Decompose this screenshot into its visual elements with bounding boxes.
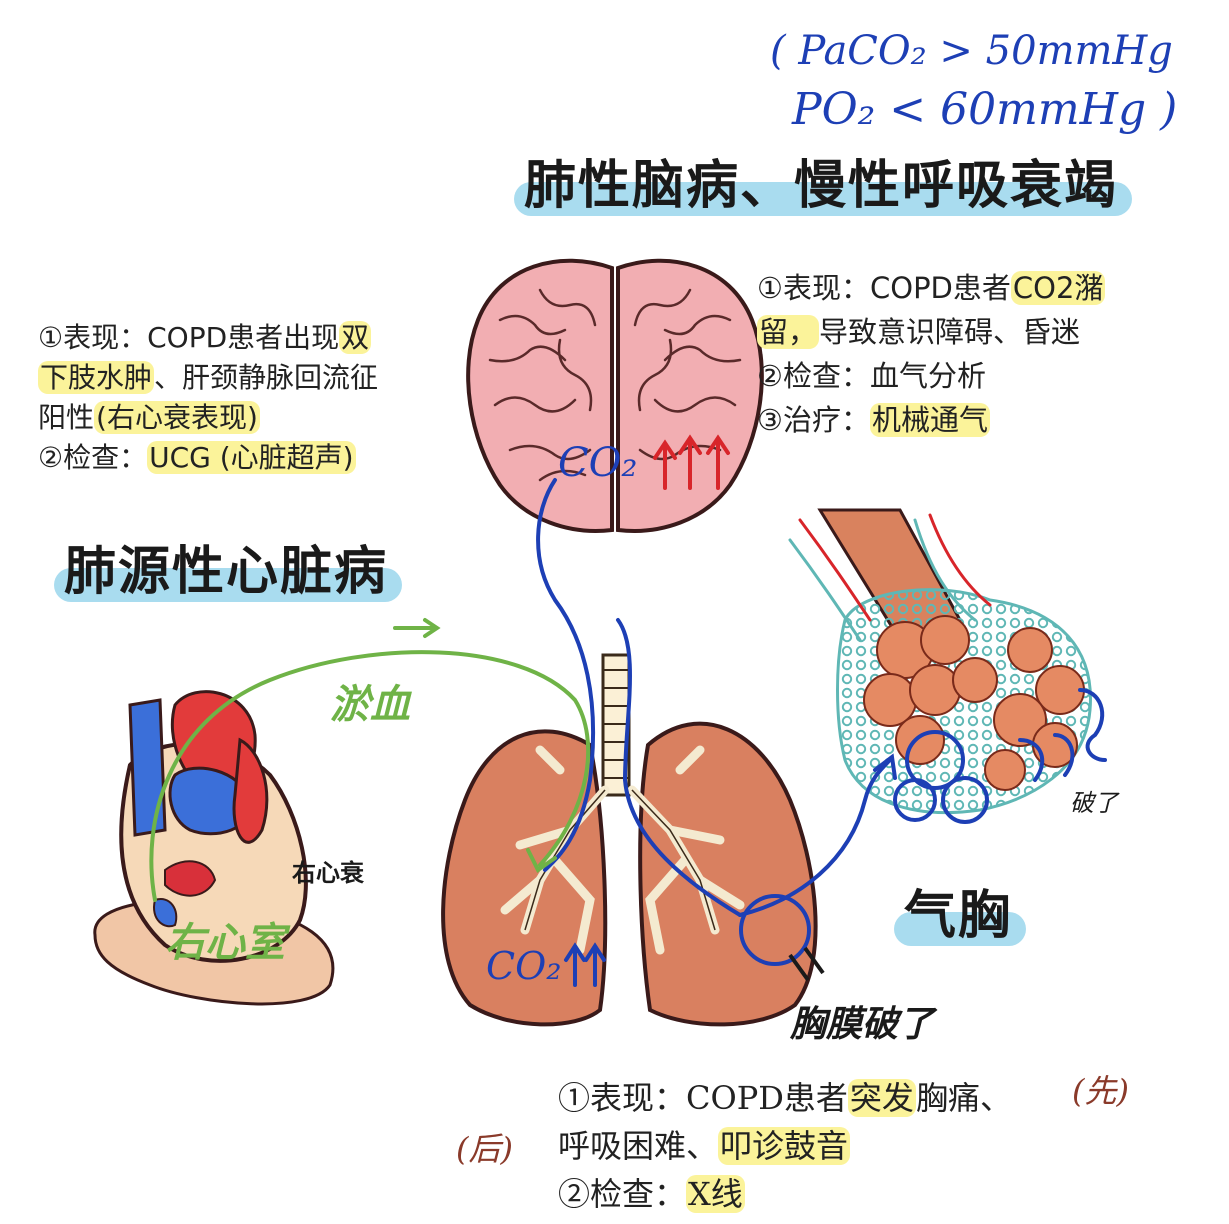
note-line: ①表现：COPD患者CO2潴 bbox=[757, 266, 1106, 310]
title-bar bbox=[54, 568, 403, 602]
co2-rise-arrows bbox=[653, 434, 730, 490]
co2-pathway bbox=[536, 478, 1107, 966]
lungs-illustration bbox=[441, 721, 818, 1027]
note-text: 阳性 bbox=[38, 401, 95, 434]
note-line: ③治疗：机械通气 bbox=[757, 398, 1105, 442]
title-text: 肺性脑病、慢性呼吸衰竭 bbox=[524, 156, 1119, 216]
note-line: ②检查：血气分析 bbox=[757, 354, 1105, 398]
note-highlight: 下肢水肿 bbox=[38, 361, 155, 394]
heart-illustration bbox=[93, 690, 335, 1006]
pleura-rupture-mark bbox=[788, 946, 825, 982]
brain-illustration bbox=[466, 258, 764, 533]
note-line: ②检查：UCG (心脏超声) bbox=[38, 438, 378, 478]
congestion-path bbox=[149, 618, 591, 902]
note-text: 、肝颈静脉回流征 bbox=[154, 361, 379, 394]
title-bar bbox=[894, 912, 1027, 946]
note-highlight: 叩诊鼓音 bbox=[718, 1127, 851, 1165]
note-highlight: UCG (心脏超声) bbox=[147, 441, 356, 474]
note-line: 阳性(右心衰表现) bbox=[38, 398, 378, 438]
right-ventricle-label: 右心室 bbox=[165, 919, 285, 966]
title-cor-pulmonale: 肺源性心脏病 bbox=[54, 546, 403, 602]
title-pneumothorax: 气胸 bbox=[894, 890, 1027, 946]
note-highlight: 突发 bbox=[847, 1079, 916, 1117]
title-text: 肺源性心脏病 bbox=[64, 542, 389, 602]
right-heart-failure-label: 右心衰 bbox=[292, 859, 364, 887]
note-line: ①表现：COPD患者出现双 bbox=[38, 318, 378, 358]
note-line: 呼吸困难、叩诊鼓音 bbox=[558, 1122, 1012, 1170]
blood-gas-line-2: PO₂ < 60mmHg ) bbox=[792, 84, 1178, 135]
note-highlight: (右心衰表现) bbox=[94, 401, 260, 434]
pneumothorax-notes: ①表现：COPD患者突发胸痛、 呼吸困难、叩诊鼓音 ②检查：X线 bbox=[558, 1074, 1012, 1218]
note-line: ①表现：COPD患者突发胸痛、 bbox=[558, 1074, 1012, 1122]
note-text: 导致意识障碍、昏迷 bbox=[819, 315, 1081, 349]
note-text: 胸痛、 bbox=[915, 1079, 1012, 1117]
note-text: ③治疗： bbox=[757, 403, 870, 437]
title-bar bbox=[514, 182, 1133, 216]
note-highlight: X线 bbox=[686, 1175, 745, 1213]
note-text: ①表现：COPD患者 bbox=[558, 1079, 848, 1117]
brain-co2-label: CO₂ bbox=[558, 440, 638, 486]
note-highlight: 留， bbox=[757, 315, 820, 349]
congestion-label: 淤血 bbox=[330, 681, 410, 728]
note-text: ②检查：血气分析 bbox=[757, 359, 986, 393]
pleura-rupture-label: 胸膜破了 bbox=[790, 1003, 935, 1045]
first-mark: (先) bbox=[1072, 1072, 1129, 1110]
title-text: 气胸 bbox=[904, 886, 1013, 946]
alveoli-rupture-label: 破了 bbox=[1070, 789, 1118, 817]
note-highlight: 双 bbox=[339, 321, 372, 354]
note-highlight: 机械通气 bbox=[870, 403, 991, 437]
note-text: ②检查： bbox=[38, 441, 148, 474]
note-line: 下肢水肿、肝颈静脉回流征 bbox=[38, 358, 378, 398]
blood-gas-line-1: ( PaCO₂ > 50mmHg bbox=[770, 28, 1173, 74]
note-text: ①表现：COPD患者出现 bbox=[38, 321, 340, 354]
after-mark: (后) bbox=[456, 1130, 513, 1168]
note-text: ①表现：COPD患者 bbox=[757, 271, 1011, 305]
alveoli-illustration bbox=[788, 508, 1092, 815]
note-line: ②检查：X线 bbox=[558, 1170, 1012, 1218]
note-highlight: CO2潴 bbox=[1010, 271, 1106, 305]
note-line: 留，导致意识障碍、昏迷 bbox=[757, 310, 1105, 354]
encephalopathy-notes: ①表现：COPD患者CO2潴 留，导致意识障碍、昏迷 ②检查：血气分析 ③治疗：… bbox=[757, 266, 1106, 442]
lung-co2-rise-arrows bbox=[564, 942, 606, 987]
title-encephalopathy: 肺性脑病、慢性呼吸衰竭 bbox=[514, 160, 1133, 216]
lung-co2-label: CO₂ bbox=[486, 944, 562, 988]
cor-pulmonale-notes: ①表现：COPD患者出现双 下肢水肿、肝颈静脉回流征 阳性(右心衰表现) ②检查… bbox=[38, 318, 378, 478]
note-text: ②检查： bbox=[558, 1175, 687, 1213]
note-text: 呼吸困难、 bbox=[558, 1127, 719, 1165]
